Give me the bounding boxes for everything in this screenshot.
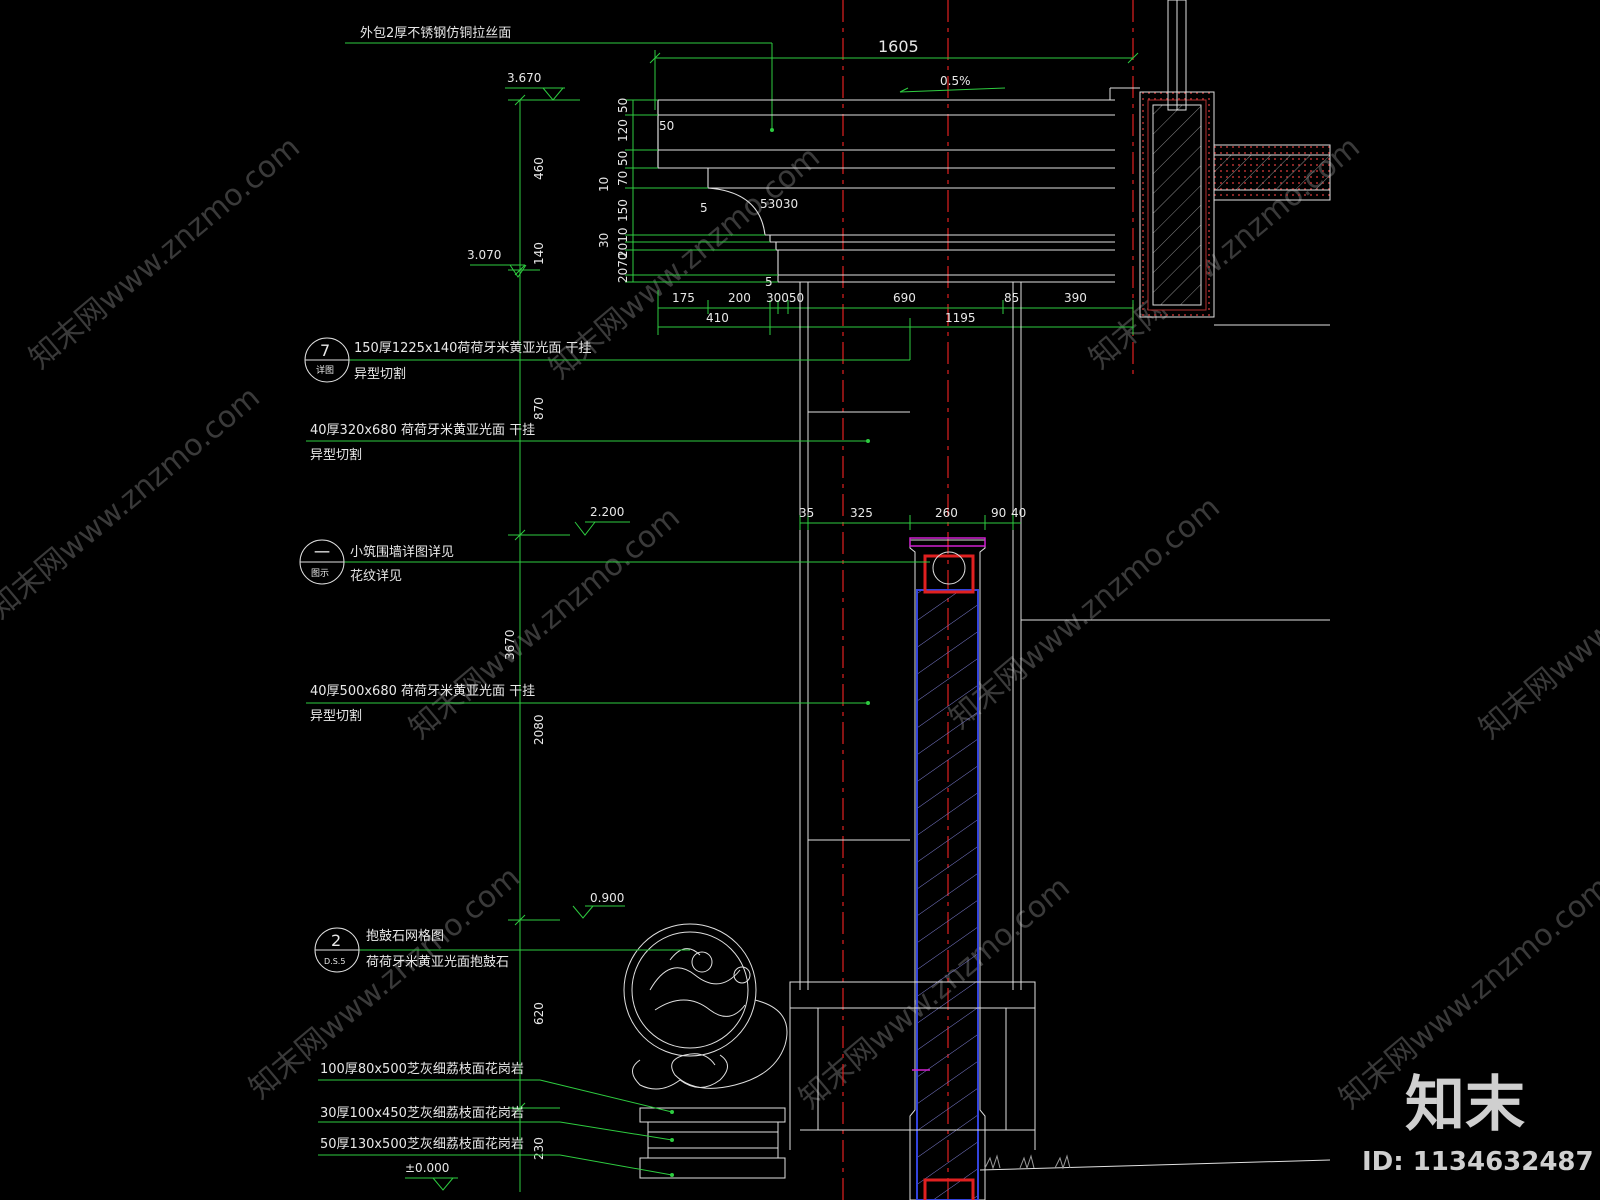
- cornice-dim-150: 150: [616, 199, 630, 222]
- note-7-line2: 异型切割: [354, 366, 406, 382]
- hdim-200: 200: [728, 291, 751, 305]
- cornice-dim-70: 70: [616, 171, 630, 186]
- hdim-410: 410: [706, 311, 729, 325]
- cornice-dim-chain: [625, 99, 778, 283]
- dim-230: 230: [532, 1137, 546, 1160]
- watermark-text: 知末网www.znzmo.com: [1473, 500, 1600, 746]
- level-2200: 2.200: [590, 505, 624, 519]
- dim-620: 620: [532, 1002, 546, 1025]
- watermark-id: ID: 1134632487: [1362, 1147, 1594, 1177]
- level-0900: 0.900: [590, 891, 624, 905]
- cornice-dim-53030: 53030: [760, 197, 798, 211]
- pier-dim-40: 40: [1011, 506, 1026, 520]
- top-callout-label: 外包2厚不锈钢仿铜拉丝面: [360, 26, 511, 41]
- hdim-175: 175: [672, 291, 695, 305]
- cornice-dim-5b: 5: [765, 275, 773, 289]
- note-40b-line1: 40厚500x680 荷荷牙米黄亚光面 干挂: [310, 684, 535, 699]
- note-granite-2: 30厚100x450芝灰细荔枝面花岗岩: [320, 1105, 524, 1121]
- level-0000: ±0.000: [405, 1161, 449, 1175]
- hdim-690: 690: [893, 291, 916, 305]
- note-wall-line2: 花纹详见: [350, 568, 402, 584]
- pier-base: [789, 981, 1331, 1171]
- cornice-dim-2070: 2070: [616, 252, 630, 283]
- detail-bubble-wall-ref: 图示: [311, 568, 329, 579]
- cornice-dim-10: 10: [597, 177, 611, 192]
- note-leaders: [306, 318, 930, 1177]
- detail-bubble-wall: [299, 539, 345, 585]
- horizontal-dim-lines: [657, 290, 1134, 335]
- grass-tufts: [984, 1154, 1071, 1170]
- level-3070: 3.070: [467, 248, 501, 262]
- dim-3670: 3670: [503, 629, 517, 660]
- detail-bubble-7-number: 7: [320, 341, 330, 360]
- slope-label: 0.5%: [940, 74, 971, 88]
- note-7-line1: 150厚1225x140荷荷牙米黄亚光面 干挂: [354, 341, 592, 356]
- column-shaft: [799, 282, 1330, 990]
- watermark-brand: 知末: [1405, 1070, 1525, 1140]
- cornice-dim-5a: 5: [700, 201, 708, 215]
- cornice-dim-30: 30: [597, 233, 611, 248]
- level-markers: [405, 87, 630, 1191]
- hdim-30050: 30050: [766, 291, 804, 305]
- pier-dim-90: 90: [991, 506, 1006, 520]
- pier-dim-325: 325: [850, 506, 873, 520]
- top-width-dim: 1605: [878, 37, 919, 56]
- dim-140: 140: [532, 242, 546, 265]
- right-wall-section: [1109, 0, 1331, 326]
- watermark-text: 知末网www.znzmo.com: [23, 130, 307, 376]
- dim-2080: 2080: [532, 714, 546, 745]
- note-40b-line2: 异型切割: [310, 708, 362, 724]
- dim-870: 870: [532, 397, 546, 420]
- note-40a-line1: 40厚320x680 荷荷牙米黄亚光面 干挂: [310, 423, 535, 438]
- vertical-dimension-chain: [508, 94, 580, 1192]
- cornice-dim-50-small: 50: [659, 119, 674, 133]
- note-40a-line2: 异型切割: [310, 447, 362, 463]
- cornice-dim-2010: 2010: [616, 227, 630, 258]
- detail-bubble-wall-number: 一: [314, 543, 330, 562]
- top-width-dim-line: [649, 50, 1139, 110]
- pier-dim-35: 35: [799, 506, 814, 520]
- note-granite-1: 100厚80x500芝灰细荔枝面花岗岩: [320, 1061, 524, 1077]
- top-callout-leader: [345, 42, 774, 132]
- cornice-dim-50a: 50: [616, 98, 630, 113]
- note-2-line1: 抱鼓石网格图: [366, 928, 444, 944]
- watermark-text: 知末网www.znzmo.com: [403, 500, 687, 746]
- cornice-dim-120: 120: [616, 119, 630, 142]
- hdim-390: 390: [1064, 291, 1087, 305]
- detail-bubble-7-ref: 详图: [316, 364, 334, 376]
- dim-460: 460: [532, 157, 546, 180]
- watermark-text: 知末网www.znzmo.com: [0, 380, 267, 626]
- wall-section: [909, 537, 986, 1200]
- hdim-85: 85: [1004, 291, 1019, 305]
- cornice-profile: [657, 99, 1115, 283]
- note-wall-line1: 小筑围墙详图详见: [350, 544, 454, 560]
- detail-bubble-2: [314, 927, 360, 973]
- note-2-line2: 荷荷牙米黄亚光面抱鼓石: [366, 954, 509, 970]
- pier-dim-lines: [799, 515, 1021, 530]
- pier-dim-260: 260: [935, 506, 958, 520]
- detail-bubble-2-number: 2: [331, 931, 341, 950]
- cornice-dim-50b: 50: [616, 151, 630, 166]
- drum-stone: [623, 923, 788, 1179]
- detail-bubble-7: [304, 337, 350, 383]
- detail-bubble-2-ref: D.S.5: [324, 957, 345, 966]
- hdim-1195: 1195: [945, 311, 976, 325]
- note-granite-3: 50厚130x500芝灰细荔枝面花岗岩: [320, 1136, 524, 1152]
- level-3670: 3.670: [507, 71, 541, 85]
